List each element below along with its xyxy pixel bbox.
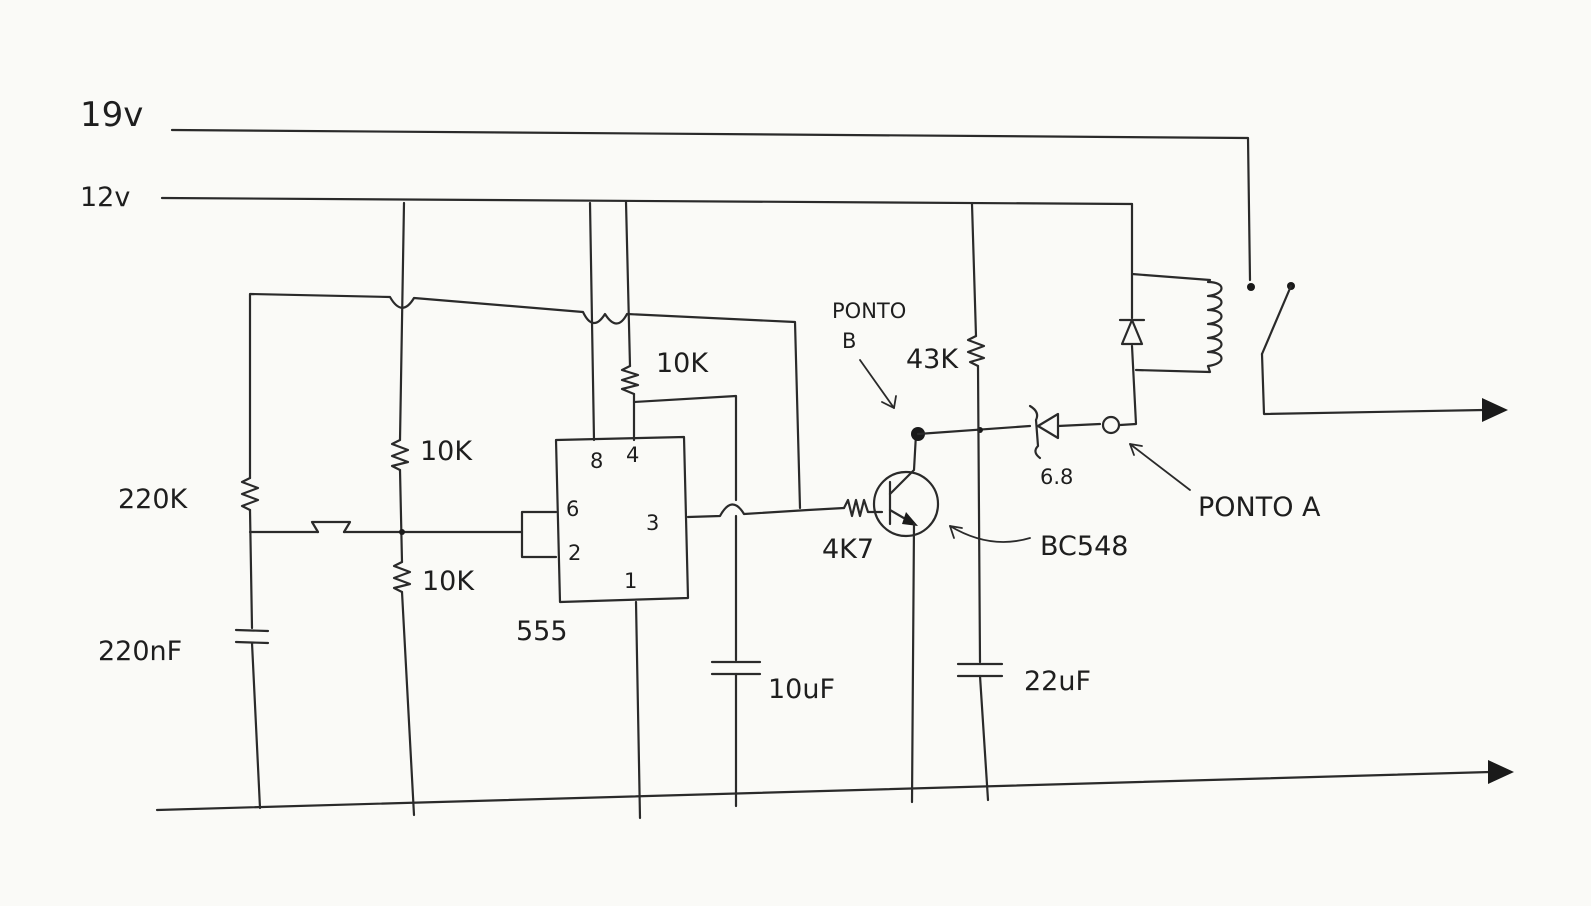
pushbutton [310,520,352,534]
label-bc548: BC548 [1040,531,1128,562]
resistor-220k-zigzag [240,476,260,512]
pin4-wire [624,200,632,368]
feedback-loop-wire [248,292,802,510]
switch-output-wire [1260,352,1486,416]
relay-coil [1206,280,1223,368]
ground-rail-wire [155,770,1492,812]
point-b-to-a-wire [916,424,1032,436]
point-a-terminal [1101,415,1121,435]
switch-pivot [1247,283,1255,291]
zener-to-point-a-wire [1056,422,1102,428]
r43k-top-wire [970,202,978,338]
flyback-diode [1118,318,1146,346]
switched-output-arrow [1482,398,1508,422]
label-43k: 43K [906,344,959,375]
divider-top-wire [398,201,406,442]
capacitor-220nf [234,628,270,645]
emitter-arrow [902,512,918,526]
capacitor-22uf [956,662,1004,678]
rail-12v-wire [160,196,1134,206]
resistor-4k7 [842,498,884,518]
label-pin8: 8 [590,449,603,473]
pin8-wire [588,201,596,442]
label-pin3: 3 [646,511,659,535]
label-4k7: 4K7 [822,534,874,565]
resistor-10k-lower [392,560,412,594]
transistor-body [872,470,940,538]
bc548-pointer [949,525,1031,543]
label-220nf: 220nF [98,636,182,667]
label-pin6: 6 [566,497,579,521]
label-22uf: 22uF [1024,666,1091,697]
output-wire [686,503,846,519]
switch-blade [1260,284,1293,356]
rail-19v-wire [170,128,1252,282]
label-point-b-line2: B [842,329,856,353]
c22uf-ground-wire [978,674,990,802]
transistor-collector [888,432,918,496]
pin2-link-wire [520,530,558,559]
label-555: 555 [516,616,568,647]
label-220k: 220K [118,484,189,515]
point-a-pointer-head [1129,443,1143,456]
point-b-pointer [859,359,895,409]
ground-output-arrow [1488,760,1514,784]
flyback-diode-wire [1118,272,1138,427]
r43k-down-wire [976,364,982,664]
divider-ground-wire [400,590,416,817]
left-ground-wire [250,641,262,810]
label-point-a: PONTO A [1198,492,1321,523]
point-b-pointer-head [881,395,897,409]
label-12v: 12v [80,182,130,213]
ic-ground-wire [634,600,642,820]
label-10uf: 10uF [768,674,835,705]
label-pin4: 4 [626,443,639,467]
divider-mid-wire [398,468,404,564]
label-10k-upper: 10K [420,436,473,467]
bc548-pointer-head [949,525,963,539]
label-pin2: 2 [568,541,581,565]
label-10k-top: 10K [656,348,709,379]
trigger-node-wire-right [342,510,558,534]
discharge-wire [632,394,738,502]
resistor-10k-top [620,364,640,396]
label-10k-lower: 10K [422,566,475,597]
resistor-10k-upper [390,438,410,472]
emitter-ground-wire [910,522,916,804]
relay-bottom-wire [1134,364,1212,374]
capacitor-10uf [710,660,762,676]
divider-junction [399,529,405,535]
label-zener-6-8: 6.8 [1040,465,1073,489]
relay-top-wire [1130,202,1212,282]
label-19v: 19v [80,95,143,135]
label-point-b-line1: PONTO [832,299,906,323]
label-pin1: 1 [624,569,637,593]
resistor-43k [966,334,986,368]
left-vertical-wire [248,508,254,630]
zener-diode [1028,404,1060,460]
ic-555-body [554,435,690,604]
point-a-pointer [1129,443,1191,491]
